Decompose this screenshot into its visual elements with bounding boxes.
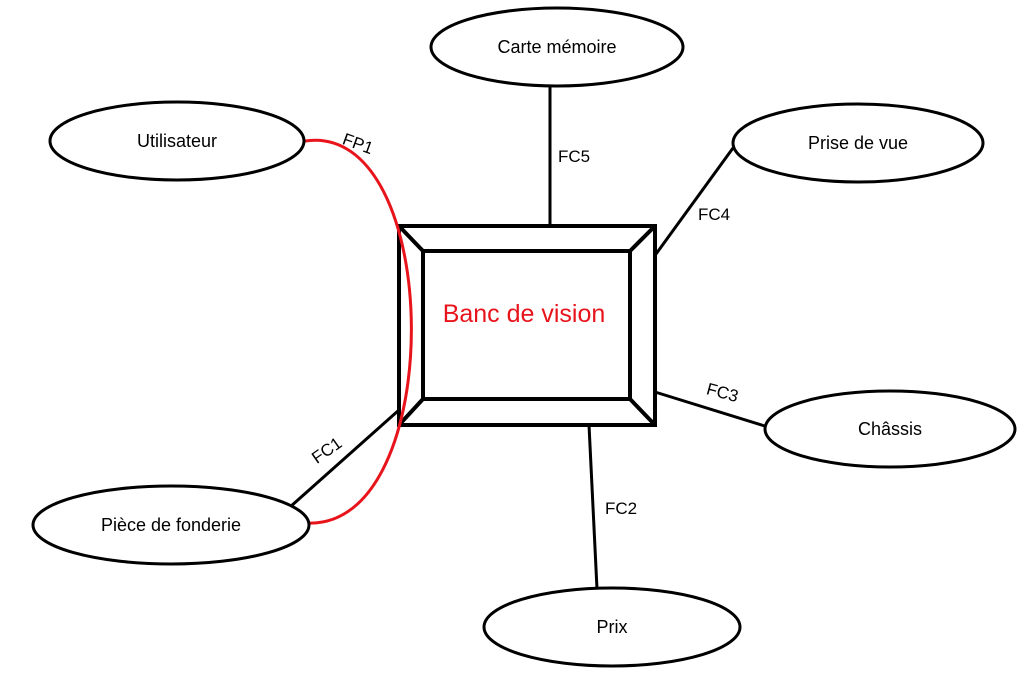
node-prix: Prix [482, 586, 742, 668]
fc5-label: FC5 [558, 147, 590, 166]
banc-de-vision-label: Banc de vision [443, 300, 606, 328]
fc4-label: FC4 [698, 205, 730, 224]
fc2-link [587, 424, 599, 590]
node-chassis-label: Châssis [858, 419, 922, 439]
banc-de-vision-box [397, 224, 657, 427]
fc3-label: FC3 [704, 379, 740, 406]
node-prise-de-vue: Prise de vue [731, 102, 985, 184]
fc3-link [654, 390, 769, 429]
node-carte-memoire: Carte mémoire [429, 6, 685, 88]
fc4-link [654, 147, 735, 255]
node-prise-de-vue-label: Prise de vue [808, 133, 908, 153]
fp1-link [304, 138, 413, 525]
node-utilisateur: Utilisateur [48, 100, 306, 182]
node-chassis: Châssis [763, 389, 1017, 469]
fc2-label: FC2 [605, 499, 637, 518]
node-piece-de-fonderie: Pièce de fonderie [31, 484, 311, 566]
fc1-link [289, 408, 400, 509]
node-utilisateur-label: Utilisateur [137, 131, 217, 151]
node-prix-label: Prix [597, 617, 628, 637]
fp1-label: FP1 [340, 130, 376, 159]
node-piece-de-fonderie-label: Pièce de fonderie [101, 515, 241, 535]
node-carte-memoire-label: Carte mémoire [497, 37, 616, 57]
